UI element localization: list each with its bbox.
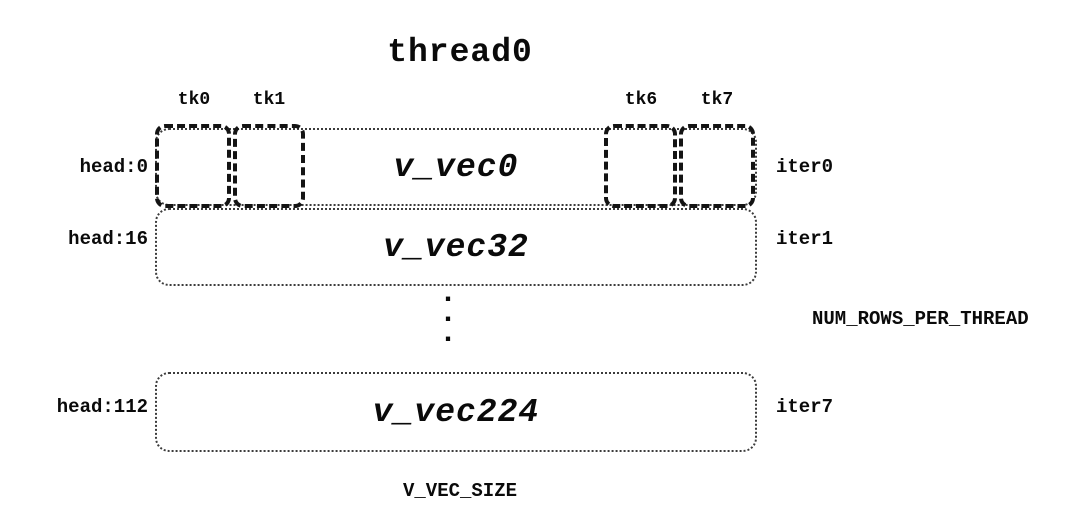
v-vec-size-label: V_VEC_SIZE [402,480,518,502]
tk7-label: tk7 [700,90,734,110]
vec-label-1: v_vec32 [383,228,529,266]
ellipsis-dot: . [438,277,457,311]
vec-row-1: v_vec32 [155,208,757,286]
tk0-label: tk0 [177,90,211,110]
num-rows-per-thread-label: NUM_ROWS_PER_THREAD [812,308,1029,330]
vec-label-0: v_vec0 [393,148,519,186]
tk1-label: tk1 [252,90,286,110]
tk7-box [679,124,755,208]
head-label-2: head:112 [56,396,148,418]
iter-label-2: iter7 [776,396,834,418]
ellipsis-dot: . [438,297,457,331]
head-label-0: head:0 [79,156,148,178]
iter-label-0: iter0 [776,156,834,178]
tk1-box [233,124,305,208]
vec-label-2: v_vec224 [372,393,540,431]
tk0-box [155,124,231,208]
vec-row-2: v_vec224 [155,372,757,452]
head-label-1: head:16 [68,228,148,250]
vertical-ellipsis: . . . [428,277,468,351]
diagram-title: thread0 [387,34,533,71]
iter-label-1: iter1 [776,228,834,250]
tk6-box [604,124,677,208]
tk6-label: tk6 [624,90,658,110]
ellipsis-dot: . [438,317,457,351]
